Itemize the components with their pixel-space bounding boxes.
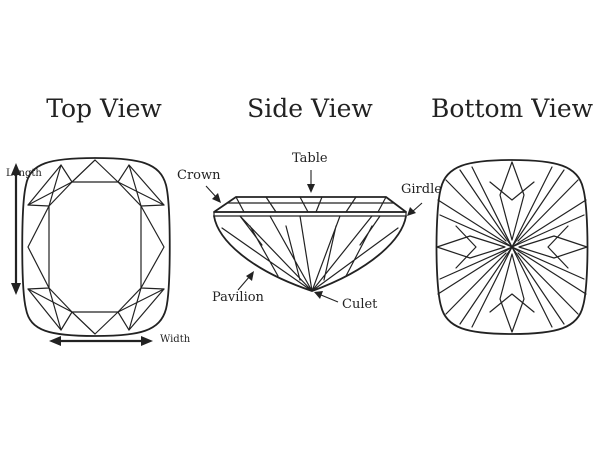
side-view-pavilion-facets	[221, 215, 399, 292]
bottom-view-kites	[436, 161, 588, 333]
side-view-title: Side View	[247, 94, 373, 123]
top-view-star-bottom	[48, 287, 142, 335]
culet-label: Culet	[342, 297, 378, 312]
pavilion-label: Pavilion	[212, 290, 264, 305]
pavilion-arrow	[237, 271, 254, 291]
bottom-view-diagonals	[437, 169, 587, 325]
top-view-gem	[21, 157, 171, 337]
crown-arrow	[205, 185, 221, 203]
girdle-arrow	[407, 202, 423, 216]
length-arrow	[11, 163, 21, 295]
crown-label: Crown	[177, 168, 221, 183]
bottom-view-gem	[435, 159, 589, 335]
top-view-star-top	[48, 159, 142, 207]
side-view-girdle	[213, 211, 407, 217]
girdle-label: Girdle	[401, 182, 442, 197]
length-label: Length	[6, 168, 42, 179]
table-label: Table	[292, 151, 328, 166]
table-arrow	[307, 170, 315, 193]
top-view-girdle-facets	[27, 159, 165, 335]
top-view-outline	[21, 157, 171, 337]
bottom-view-title: Bottom View	[430, 94, 594, 123]
side-view-gem	[213, 196, 407, 292]
bottom-view-chevrons	[455, 181, 569, 313]
side-view-crown-facets	[227, 196, 395, 213]
culet-arrow	[314, 291, 339, 303]
top-view-title: Top View	[46, 94, 162, 123]
width-label: Width	[160, 334, 191, 345]
width-arrow	[49, 336, 153, 346]
bottom-view-outline	[435, 159, 589, 335]
top-view-table	[48, 181, 142, 313]
